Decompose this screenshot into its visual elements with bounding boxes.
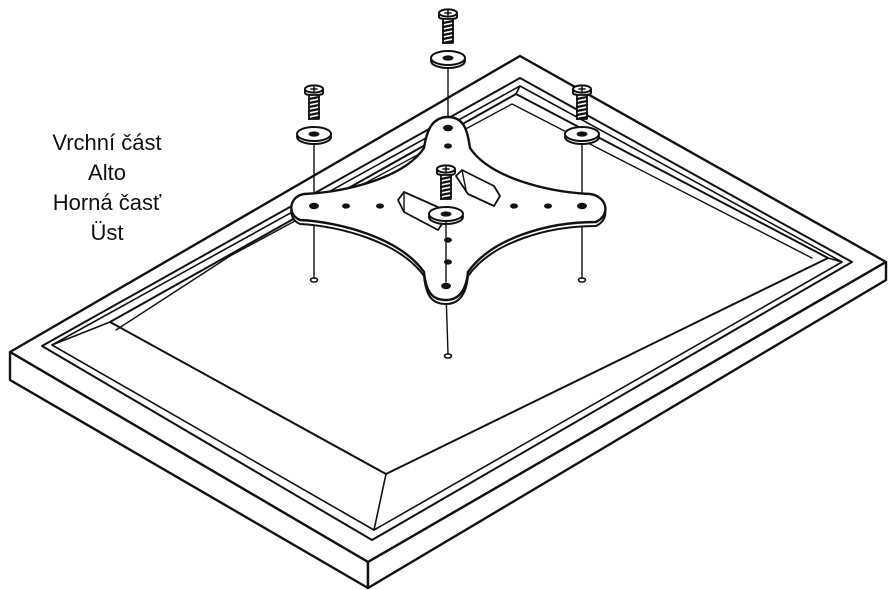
plate-hole-icon <box>342 203 350 209</box>
bezel-rim-outer <box>41 77 853 541</box>
plate-corner-hole-icon <box>577 202 587 210</box>
plate-corner-hole-icon <box>443 124 453 132</box>
plate-hole-icon <box>444 259 452 265</box>
screw-icon <box>303 84 325 121</box>
washer-icon <box>564 126 600 145</box>
plate-corner-hole-icon <box>441 282 451 290</box>
plate-hole-icon <box>444 237 452 243</box>
plate-hole-icon <box>510 203 518 209</box>
plate-tab-fold <box>461 169 467 191</box>
monitor-back-panel <box>8 54 888 590</box>
panel-right-edge <box>366 260 888 590</box>
plate-hole-icon <box>544 203 552 209</box>
washer-icon <box>296 126 332 145</box>
bevel-line <box>51 321 111 346</box>
label-top-slovak: Horná časť <box>52 190 162 215</box>
label-top-italian: Alto <box>88 160 126 185</box>
label-top-czech: Vrchní část <box>52 130 162 155</box>
bevel-line <box>515 85 521 95</box>
plate-corner-hole-icon <box>309 202 319 210</box>
label-top-hungarian: Üst <box>90 220 124 245</box>
plate-hole-icon <box>376 203 384 209</box>
washer-icon <box>430 50 466 69</box>
recess-step <box>115 255 231 331</box>
plate-hole-icon <box>444 143 452 149</box>
screw-icon <box>437 8 459 45</box>
center-fastener <box>428 164 464 283</box>
top-fastener <box>430 8 466 69</box>
left-fastener <box>296 84 332 145</box>
orientation-label: Vrchní část Alto Horná časť Üst <box>22 128 192 248</box>
bevel-line <box>827 257 843 263</box>
bevel-line <box>373 473 387 531</box>
